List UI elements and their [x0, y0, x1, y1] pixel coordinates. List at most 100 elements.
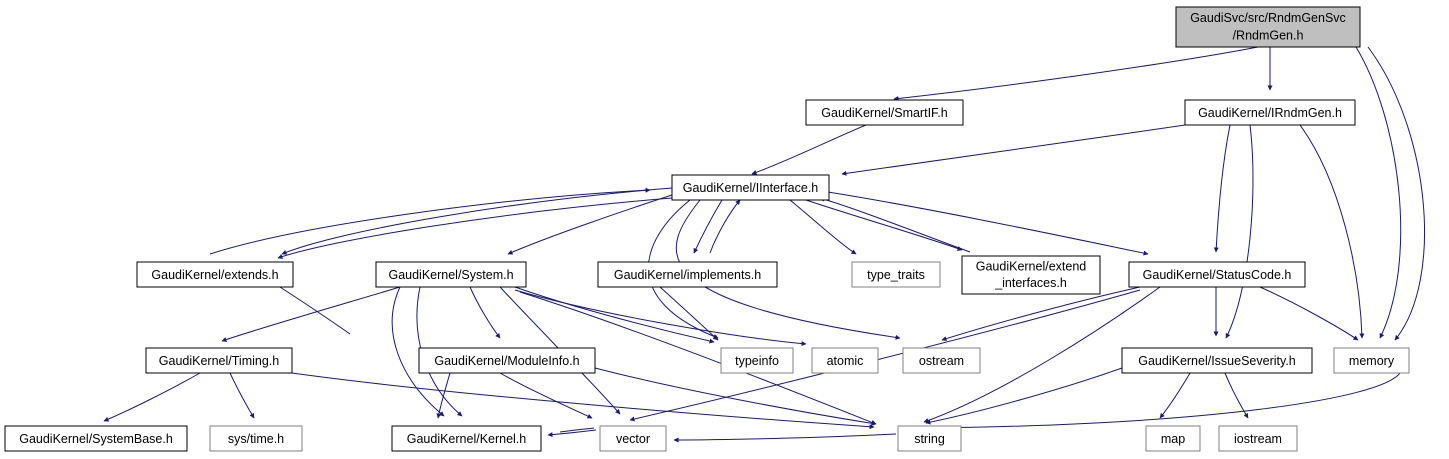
node-label: map: [1161, 432, 1185, 446]
node-string[interactable]: string: [897, 425, 962, 452]
node-box: [391, 425, 542, 452]
node-box: [1121, 347, 1313, 374]
edge-rndmgen-to-smartif: [893, 46, 1259, 101]
node-vector[interactable]: vector: [599, 425, 667, 452]
edge-iinterface-to-type_traits: [789, 199, 857, 255]
node-box: [597, 261, 778, 288]
node-box: [145, 347, 293, 374]
edge-moduleinfo-to-kernel: [436, 372, 451, 419]
edge-system-to-moduleinfo: [469, 286, 501, 339]
node-label-line: _interfaces.h: [994, 276, 1067, 290]
edge-vector-to-kernel: [547, 429, 597, 438]
node-type_traits[interactable]: type_traits: [851, 261, 941, 288]
node-systime[interactable]: sys/time.h: [209, 425, 303, 452]
node-label-line: GaudiKernel/extend: [976, 259, 1087, 273]
node-smartif[interactable]: GaudiKernel/SmartIF.h: [805, 99, 964, 126]
node-map[interactable]: map: [1145, 425, 1201, 452]
edge-extends-to-iinterface: [209, 187, 651, 255]
node-box: [961, 255, 1101, 295]
node-atomic[interactable]: atomic: [811, 347, 879, 374]
edge-smartif-to-iinterface: [751, 124, 867, 175]
node-label: GaudiKernel/extends.h: [151, 268, 278, 282]
node-iinterface[interactable]: GaudiKernel/IInterface.h: [671, 174, 830, 201]
edge-moduleinfo-to-string: [594, 367, 877, 426]
node-box: [720, 347, 794, 374]
node-box: [599, 425, 667, 452]
node-box: [1333, 347, 1410, 374]
edge-extend_interfaces-to-iinterface: [819, 196, 971, 253]
node-label: GaudiKernel/IRndmGen.h: [1198, 106, 1342, 120]
node-label: ostream: [919, 354, 964, 368]
node-label: GaudiKernel/StatusCode.h: [1143, 268, 1292, 282]
edge-system-to-string: [519, 291, 877, 425]
node-label: vector: [616, 432, 650, 446]
node-ostream[interactable]: ostream: [902, 347, 981, 374]
node-box: [897, 425, 962, 452]
edge-statuscode-to-ostream: [941, 286, 1141, 342]
node-box: [1175, 6, 1361, 48]
node-box: [811, 347, 879, 374]
edge-statuscode-to-string: [923, 286, 1161, 423]
node-label: sys/time.h: [228, 432, 284, 446]
node-box: [1218, 425, 1298, 452]
node-iostream[interactable]: iostream: [1218, 425, 1298, 452]
edge-memory-to-string: [925, 372, 1401, 431]
node-rndmgen[interactable]: GaudiSvc/src/RndmGenSvc/RndmGen.h: [1175, 6, 1361, 48]
node-kernel[interactable]: GaudiKernel/Kernel.h: [391, 425, 542, 452]
edge-rndmgen-to-memory: [1367, 46, 1426, 341]
edge-issueseverity-to-string: [925, 367, 1123, 425]
node-statuscode[interactable]: GaudiKernel/StatusCode.h: [1128, 261, 1306, 288]
node-box: [671, 174, 830, 201]
edge-implements-to-iinterface: [709, 199, 741, 254]
node-extends[interactable]: GaudiKernel/extends.h: [136, 261, 294, 288]
edge-rndmgen-to-memory: [1355, 46, 1402, 339]
edge-system-to-timing: [221, 286, 401, 342]
edge-timing-to-systime: [229, 372, 255, 419]
edge-statuscode-to-memory: [1259, 286, 1359, 341]
node-timing[interactable]: GaudiKernel/Timing.h: [145, 347, 293, 374]
edge-irndmgen-to-iinterface: [841, 124, 1186, 176]
node-box: [902, 347, 981, 374]
node-label-line: GaudiSvc/src/RndmGenSvc: [1190, 11, 1346, 25]
node-label: GaudiKernel/IInterface.h: [683, 181, 819, 195]
node-label: GaudiKernel/SystemBase.h: [19, 432, 173, 446]
edge-iinterface-to-implements: [693, 199, 723, 254]
node-issueseverity[interactable]: GaudiKernel/IssueSeverity.h: [1121, 347, 1313, 374]
edge-implements-to-typeinfo: [659, 286, 719, 341]
node-label: GaudiKernel/Timing.h: [159, 354, 279, 368]
node-box: [418, 347, 596, 374]
node-label: GaudiKernel/System.h: [388, 268, 513, 282]
node-label: iostream: [1234, 432, 1282, 446]
edge-system-to-kernel: [391, 286, 445, 417]
node-box: [851, 261, 941, 288]
node-label: atomic: [827, 354, 864, 368]
node-box: [136, 261, 294, 288]
node-moduleinfo[interactable]: GaudiKernel/ModuleInfo.h: [418, 347, 596, 374]
edge-iinterface-to-statuscode: [827, 191, 1149, 256]
edge-iinterface-to-extends: [277, 197, 673, 259]
edge-system-to-typeinfo: [514, 286, 715, 344]
node-label: GaudiKernel/SmartIF.h: [821, 106, 947, 120]
node-label: GaudiKernel/Kernel.h: [407, 432, 527, 446]
node-systembase[interactable]: GaudiKernel/SystemBase.h: [4, 425, 188, 452]
node-label: GaudiKernel/ModuleInfo.h: [434, 354, 579, 368]
edge-timing-to-string: [291, 372, 875, 430]
node-memory[interactable]: memory: [1333, 347, 1410, 374]
node-extend_interfaces[interactable]: GaudiKernel/extend _interfaces.h: [961, 255, 1101, 295]
edge-extends-to-timing: [279, 286, 351, 335]
edge-kernel-to-vector: [559, 427, 595, 433]
edge-iinterface-to-extends: [281, 187, 673, 255]
node-label: GaudiKernel/IssueSeverity.h: [1138, 354, 1296, 368]
edge-iinterface-to-extend_interfaces: [799, 197, 963, 251]
edge-string-to-vector: [673, 433, 897, 443]
node-irndmgen[interactable]: GaudiKernel/IRndmGen.h: [1184, 99, 1356, 126]
edge-iinterface-to-system: [507, 194, 673, 255]
node-system[interactable]: GaudiKernel/System.h: [375, 261, 527, 288]
node-label: string: [914, 432, 945, 446]
node-label-line: /RndmGen.h: [1233, 28, 1304, 42]
node-implements[interactable]: GaudiKernel/implements.h: [597, 261, 778, 288]
node-box: [209, 425, 303, 452]
node-box: [375, 261, 527, 288]
node-typeinfo[interactable]: typeinfo: [720, 347, 794, 374]
